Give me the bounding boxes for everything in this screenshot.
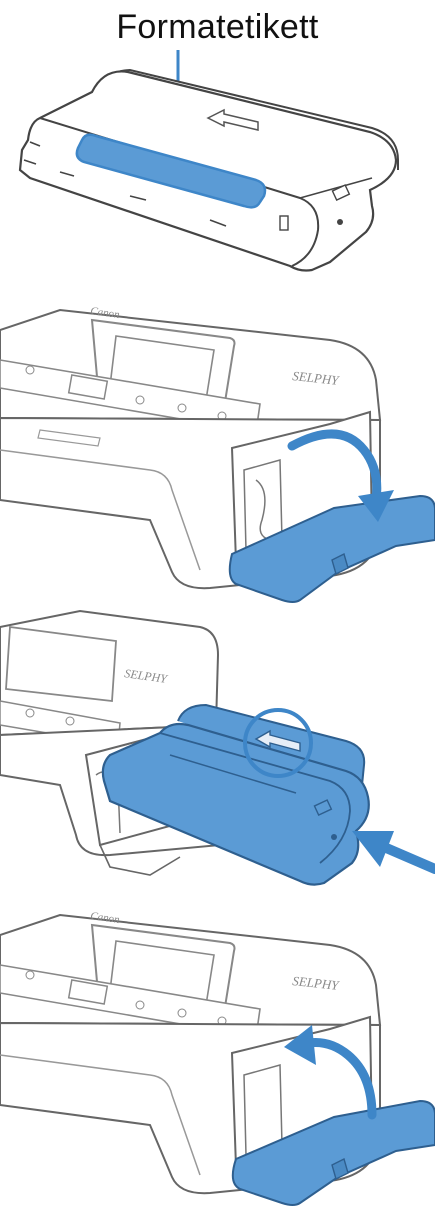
step-1-cartridge	[0, 0, 435, 295]
cartridge-illustration	[18, 50, 399, 272]
insertion-arrow-icon	[254, 729, 301, 752]
arrow-highlight-circle	[243, 708, 313, 778]
svg-text:SELPHY: SELPHY	[292, 973, 341, 993]
printer-model: SELPHY	[292, 368, 341, 388]
step-3-insert-cartridge: SELPHY	[0, 605, 435, 905]
cartridge-cover	[231, 1099, 435, 1206]
open-arrow-icon	[287, 429, 382, 505]
svg-text:Canon: Canon	[90, 910, 121, 926]
insertion-arrow-icon	[206, 108, 259, 131]
format-label-highlight	[75, 133, 267, 209]
cartridge-cover-open	[228, 494, 435, 603]
close-arrow-icon	[295, 1038, 377, 1120]
dpad-button[interactable]	[67, 374, 109, 400]
svg-text:SELPHY: SELPHY	[124, 666, 170, 686]
step-4-close-cover: Canon SELPHY	[0, 905, 435, 1209]
printer-brand: Canon	[90, 305, 121, 321]
push-arrow-icon	[379, 842, 435, 874]
format-label-callout: Formatetikett	[116, 8, 319, 46]
printer-screen	[5, 625, 117, 703]
step-2-open-cover: Canon SELPHY	[0, 300, 435, 605]
